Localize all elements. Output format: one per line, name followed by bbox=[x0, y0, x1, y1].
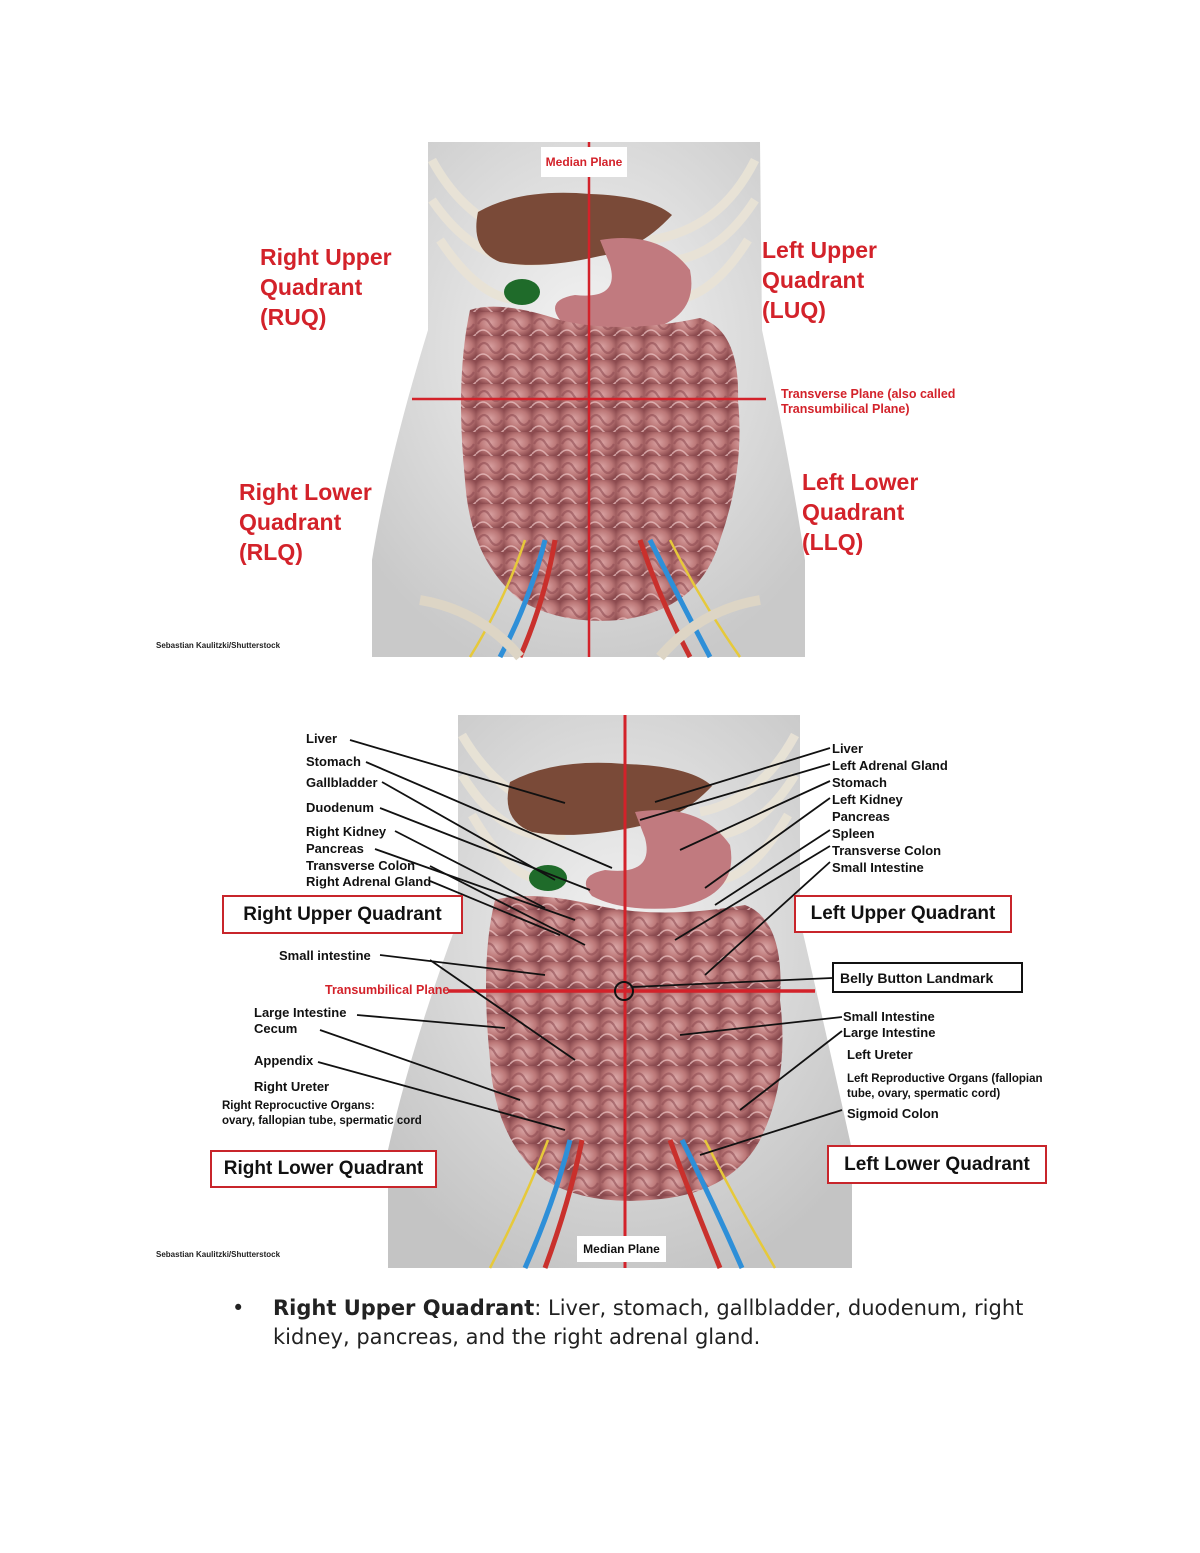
image-credit-2: Sebastian Kaulitzki/Shutterstock bbox=[156, 1250, 281, 1259]
luq-box: Left Upper Quadrant bbox=[794, 895, 1012, 933]
label-large-intestine-ll: Large Intestine bbox=[843, 1025, 936, 1040]
median-plane-label: Median Plane bbox=[541, 147, 627, 177]
rib-cage-2 bbox=[458, 732, 799, 885]
label-pancreas-r: Pancreas bbox=[306, 841, 364, 856]
quadrants-figure bbox=[372, 142, 805, 661]
label-right-repro-2: ovary, fallopian tube, spermatic cord bbox=[222, 1115, 422, 1127]
label-gallbladder: Gallbladder bbox=[306, 775, 378, 790]
transverse-plane-label: Transverse Plane (also called Transumbil… bbox=[781, 387, 956, 416]
rlq-box: Right Lower Quadrant bbox=[210, 1150, 437, 1188]
label-transverse-colon-r: Transverse Colon bbox=[306, 858, 416, 873]
label-pancreas-l: Pancreas bbox=[832, 809, 890, 824]
left-organ-labels: Liver Left Adrenal Gland Stomach Left Ki… bbox=[832, 740, 948, 876]
belly-button-box: Belly Button Landmark bbox=[832, 962, 1023, 993]
llq-box: Left Lower Quadrant bbox=[827, 1145, 1047, 1184]
label-left-kidney: Left Kidney bbox=[832, 792, 903, 807]
label-right-ureter: Right Ureter bbox=[254, 1079, 330, 1094]
label-right-adrenal: Right Adrenal Gland bbox=[306, 874, 432, 889]
label-large-intestine-r: Large Intestine bbox=[254, 1005, 347, 1020]
llq-label: Left Lower Quadrant (LLQ) bbox=[802, 469, 919, 555]
label-left-repro-1: Left Reproductive Organs (fallopian bbox=[847, 1073, 1043, 1085]
rlq-label: Right Lower Quadrant (RLQ) bbox=[239, 479, 372, 565]
label-right-kidney: Right Kidney bbox=[306, 824, 387, 839]
leader-lines bbox=[317, 739, 843, 1156]
pelvis bbox=[419, 595, 761, 661]
label-right-repro-1: Right Reprocuctive Organs: bbox=[222, 1100, 375, 1112]
label-stomach-r: Stomach bbox=[306, 754, 361, 769]
image-credit: Sebastian Kaulitzki/Shutterstock bbox=[156, 641, 281, 650]
label-cecum: Cecum bbox=[254, 1021, 298, 1036]
bullet-text: Right Upper Quadrant: Liver, stomach, ga… bbox=[273, 1294, 1073, 1352]
label-small-intestine-ll: Small Intestine bbox=[843, 1009, 935, 1024]
intestines-2 bbox=[486, 896, 783, 1201]
label-liver-l: Liver bbox=[832, 741, 864, 756]
label-spleen: Spleen bbox=[832, 826, 875, 841]
label-left-ureter: Left Ureter bbox=[847, 1047, 913, 1062]
label-left-adrenal: Left Adrenal Gland bbox=[832, 758, 948, 773]
label-transverse-colon-l: Transverse Colon bbox=[832, 843, 942, 858]
bullet-marker: • bbox=[232, 1296, 245, 1320]
belly-button-marker bbox=[614, 981, 634, 1001]
label-stomach-l: Stomach bbox=[832, 775, 887, 790]
luq-label: Left Upper Quadrant (LUQ) bbox=[762, 237, 877, 323]
label-transumbilical-plane: Transumbilical Plane bbox=[325, 983, 450, 997]
label-small-intestine-l: Small Intestine bbox=[832, 860, 924, 875]
ruq-box: Right Upper Quadrant bbox=[222, 895, 463, 934]
organ-labels-figure bbox=[317, 715, 852, 1270]
label-small-intestine-upper: Small intestine bbox=[279, 948, 371, 963]
median-plane-label-2: Median Plane bbox=[577, 1236, 666, 1262]
blood-vessels-2 bbox=[488, 1138, 777, 1270]
bullet-term: Right Upper Quadrant bbox=[273, 1296, 535, 1320]
label-left-repro-2: tube, ovary, spermatic cord) bbox=[847, 1088, 1001, 1100]
stomach-2 bbox=[585, 810, 732, 909]
label-appendix: Appendix bbox=[254, 1053, 314, 1068]
label-liver-r: Liver bbox=[306, 731, 338, 746]
label-sigmoid-colon: Sigmoid Colon bbox=[847, 1106, 939, 1121]
label-duodenum: Duodenum bbox=[306, 800, 374, 815]
bullet-description: : Liver, stomach, gallbladder, duodenum,… bbox=[273, 1296, 1024, 1349]
gallbladder bbox=[504, 279, 540, 305]
ruq-label: Right Upper Quadrant (RUQ) bbox=[260, 244, 392, 330]
